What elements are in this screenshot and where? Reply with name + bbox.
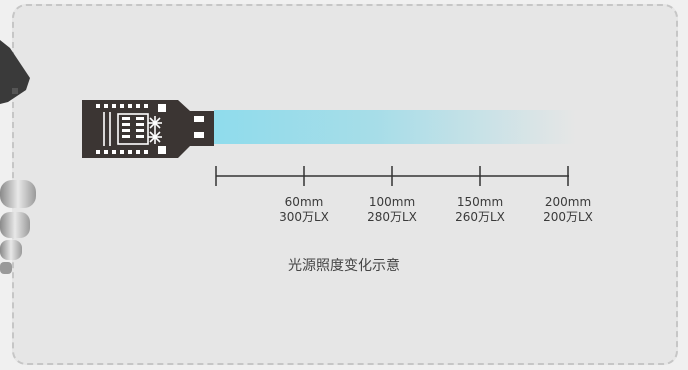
- tick-label-150mm: 150mm 260万LX: [440, 195, 520, 225]
- tick-illuminance: 200万LX: [543, 210, 593, 224]
- tick-distance: 60mm: [284, 195, 324, 209]
- light-beam: [214, 110, 576, 144]
- tick-illuminance: 260万LX: [455, 210, 505, 224]
- tick-illuminance: 300万LX: [279, 210, 329, 224]
- tick-distance: 150mm: [456, 195, 504, 209]
- tick-distance: 100mm: [368, 195, 416, 209]
- led-module: [82, 100, 214, 158]
- diagram-caption: 光源照度变化示意: [288, 258, 400, 274]
- device-fragment-top: [0, 40, 30, 104]
- tick-illuminance: 280万LX: [367, 210, 417, 224]
- tick-label-100mm: 100mm 280万LX: [352, 195, 432, 225]
- tick-label-200mm: 200mm 200万LX: [528, 195, 608, 225]
- diagram-panel: [12, 4, 678, 365]
- device-fragment-bottom: [0, 180, 36, 274]
- tick-label-60mm: 60mm 300万LX: [264, 195, 344, 225]
- tick-distance: 200mm: [544, 195, 592, 209]
- distance-axis: [215, 166, 569, 186]
